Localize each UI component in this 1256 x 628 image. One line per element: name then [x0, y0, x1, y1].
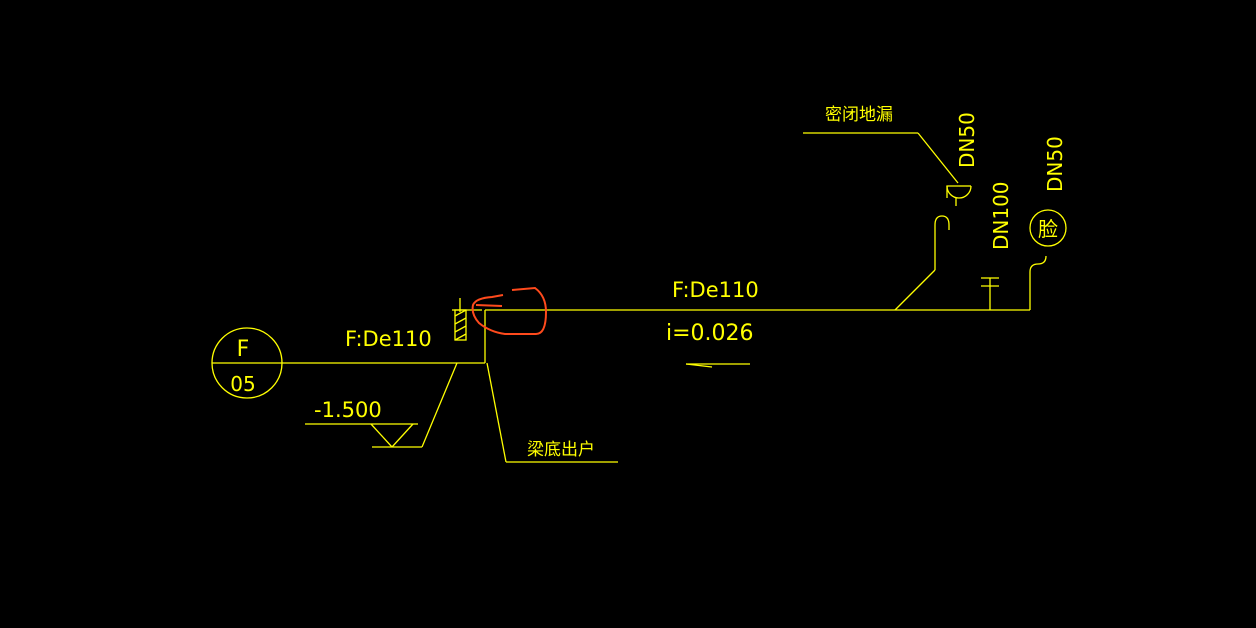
markup-annotation: [471, 286, 548, 335]
elevation-label: -1.500: [314, 398, 382, 422]
slope-label: i=0.026: [666, 321, 754, 346]
wash-basin-size-label: DN50: [1043, 136, 1067, 192]
floor-drain-size-label: DN50: [955, 112, 979, 168]
beam-exit-leader[interactable]: 梁底出户: [486, 362, 618, 463]
pipe-size-label-right: F:De110: [672, 278, 759, 302]
pipe-size-label-left: F:De110: [345, 327, 432, 351]
vent-stack-size-label: DN100: [989, 181, 1013, 250]
wash-basin-branch[interactable]: 脸 DN50: [1029, 136, 1067, 310]
vent-stack-marker[interactable]: DN100: [981, 181, 1013, 310]
floor-drain-label: 密闭地漏: [825, 105, 893, 125]
flow-direction-arrow: [685, 363, 750, 368]
index-circle-top: F: [237, 337, 250, 362]
elevation-marker[interactable]: -1.500: [305, 362, 458, 448]
floor-drain-branch[interactable]: 密闭地漏 DN50: [803, 105, 979, 311]
wall-hatch-symbol: [452, 298, 482, 341]
wash-basin-symbol-label: 脸: [1038, 217, 1058, 241]
index-circle[interactable]: F 05: [211, 327, 283, 399]
beam-exit-label: 梁底出户: [527, 440, 595, 460]
index-circle-bottom: 05: [230, 372, 255, 396]
